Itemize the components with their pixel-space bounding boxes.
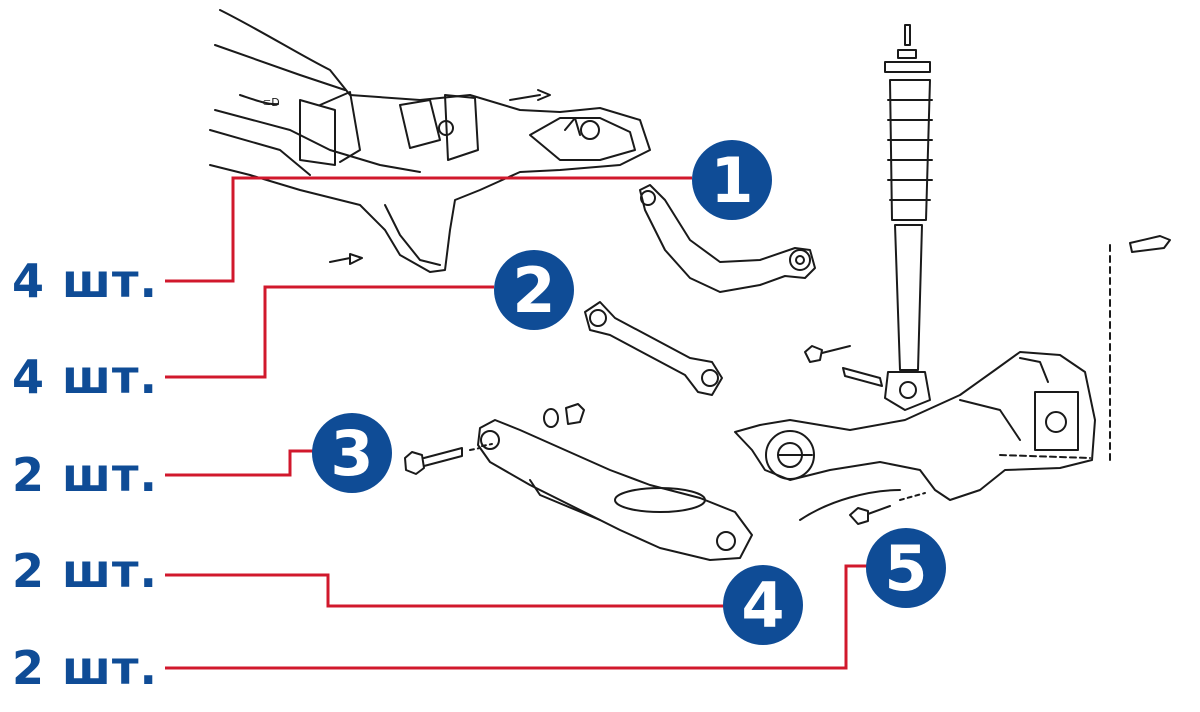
quantity-label-2: 4 шт. [12, 350, 159, 404]
quantity-label-5: 2 шт. [12, 641, 159, 695]
part-number-badge-5: 5 [866, 528, 946, 608]
leader-line-3 [165, 449, 318, 477]
leader-line-2 [165, 285, 494, 379]
svg-text:⊂D: ⊂D [262, 96, 280, 109]
callout-leader-lines [165, 176, 868, 670]
quantity-label-4: 2 шт. [12, 544, 159, 598]
part-number-badge-3: 3 [312, 413, 392, 493]
part-number-3: 3 [330, 417, 374, 490]
part-number-5: 5 [884, 532, 928, 605]
leader-line-4 [165, 573, 724, 608]
trailing-arm-drawing [734, 235, 1171, 525]
part-number-badge-1: 1 [692, 140, 772, 220]
part-number-4: 4 [741, 569, 785, 642]
part-1-upper-arm [639, 184, 816, 293]
part-number-badge-2: 2 [494, 250, 574, 330]
leader-line-1 [165, 176, 692, 283]
part-4-lower-arm [477, 419, 753, 561]
subframe-drawing: ⊂D [209, 9, 651, 273]
part-2-link [584, 301, 723, 396]
quantity-label-1: 4 шт. [12, 254, 159, 308]
quantity-label-3: 2 шт. [12, 448, 159, 502]
part-number-badge-4: 4 [723, 565, 803, 645]
part-number-1: 1 [710, 144, 754, 217]
shock-absorber-drawing [884, 24, 933, 411]
leader-line-5 [165, 564, 868, 670]
part-number-2: 2 [512, 254, 556, 327]
